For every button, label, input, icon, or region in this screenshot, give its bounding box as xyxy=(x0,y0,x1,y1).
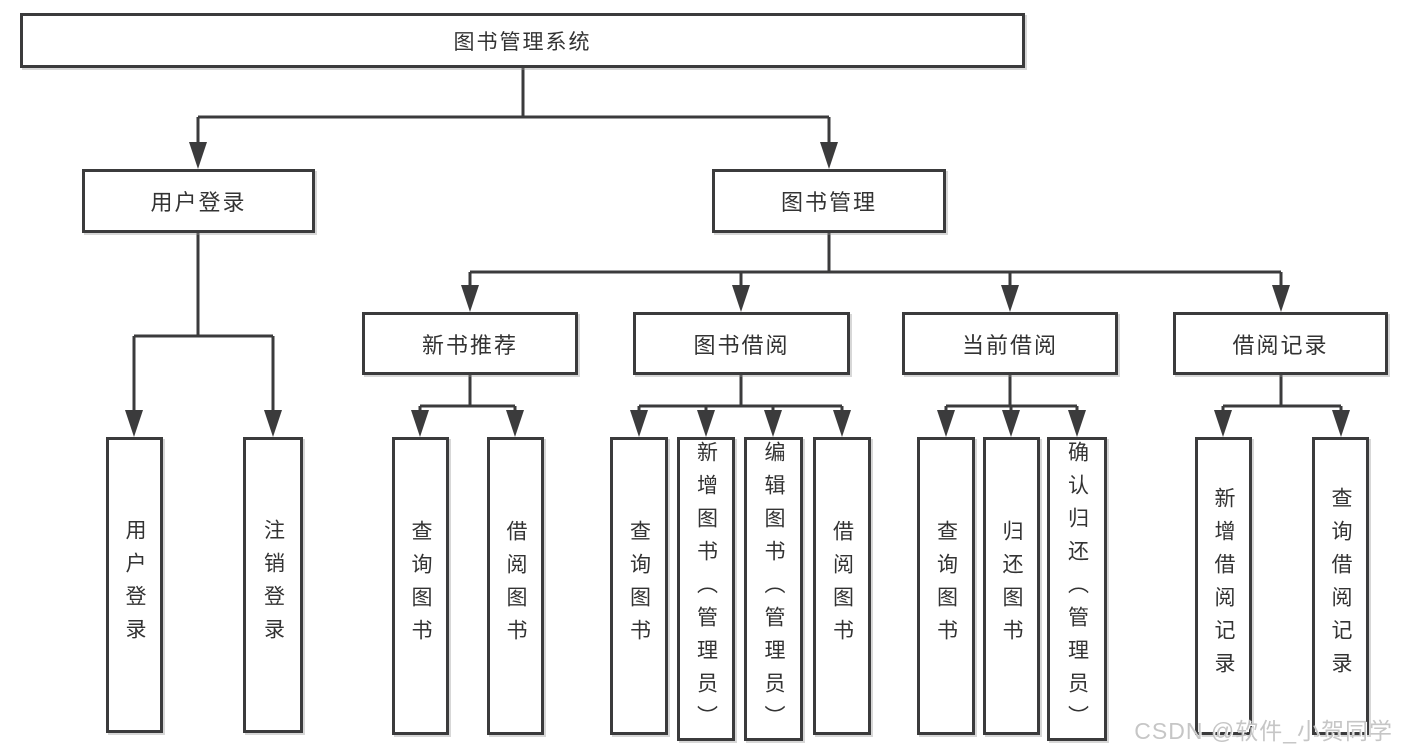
node-leaf-user-login: 用户登录 xyxy=(106,437,163,733)
node-book-management-label: 图书管理 xyxy=(780,190,877,215)
node-user-login: 用户登录 xyxy=(82,169,315,233)
node-br-query-record-label: 查询借阅记录 xyxy=(1329,487,1352,685)
node-leaf-logout-label: 注销登录 xyxy=(261,519,285,651)
node-book-management: 图书管理 xyxy=(712,169,946,233)
node-rec-query-book-label: 查询图书 xyxy=(409,520,432,652)
node-bb-edit-book-admin: 编辑图书（管理员） xyxy=(744,437,803,741)
node-cb-confirm-return-admin-label: 确认归还（管理员） xyxy=(1065,440,1089,738)
node-rec-borrow-book-label: 借阅图书 xyxy=(504,520,527,652)
node-root: 图书管理系统 xyxy=(20,13,1025,68)
node-bb-query-book-label: 查询图书 xyxy=(627,520,651,652)
node-leaf-logout: 注销登录 xyxy=(243,437,303,733)
node-br-add-record-label: 新增借阅记录 xyxy=(1212,487,1235,685)
node-current-borrow-label: 当前借阅 xyxy=(961,332,1058,358)
node-bb-borrow-book: 借阅图书 xyxy=(813,437,871,735)
node-bb-query-book: 查询图书 xyxy=(610,437,668,735)
node-book-borrow-label: 图书借阅 xyxy=(693,332,790,358)
node-bb-edit-book-admin-label: 编辑图书（管理员） xyxy=(762,440,785,738)
node-cb-query-book: 查询图书 xyxy=(917,437,975,735)
node-cb-return-book: 归还图书 xyxy=(983,437,1040,735)
node-new-book-recommend-label: 新书推荐 xyxy=(421,332,518,358)
node-cb-return-book-label: 归还图书 xyxy=(1000,520,1023,652)
node-leaf-user-login-label: 用户登录 xyxy=(123,519,146,651)
node-br-query-record: 查询借阅记录 xyxy=(1312,437,1369,735)
node-br-add-record: 新增借阅记录 xyxy=(1195,437,1252,735)
node-bb-borrow-book-label: 借阅图书 xyxy=(830,520,854,652)
node-rec-query-book: 查询图书 xyxy=(392,437,449,735)
csdn-watermark: CSDN @软件_小贺同学 xyxy=(1134,718,1393,744)
node-borrow-record-label: 借阅记录 xyxy=(1232,332,1329,358)
node-root-label: 图书管理系统 xyxy=(453,30,592,54)
node-bb-add-book-admin: 新增图书（管理员） xyxy=(677,437,735,741)
node-user-login-label: 用户登录 xyxy=(150,190,247,215)
node-current-borrow: 当前借阅 xyxy=(902,312,1118,375)
node-borrow-record: 借阅记录 xyxy=(1173,312,1388,375)
node-book-borrow: 图书借阅 xyxy=(633,312,850,375)
node-new-book-recommend: 新书推荐 xyxy=(362,312,578,375)
node-cb-query-book-label: 查询图书 xyxy=(934,520,958,652)
node-cb-confirm-return-admin: 确认归还（管理员） xyxy=(1047,437,1107,741)
node-bb-add-book-admin-label: 新增图书（管理员） xyxy=(694,440,718,738)
node-rec-borrow-book: 借阅图书 xyxy=(487,437,544,735)
